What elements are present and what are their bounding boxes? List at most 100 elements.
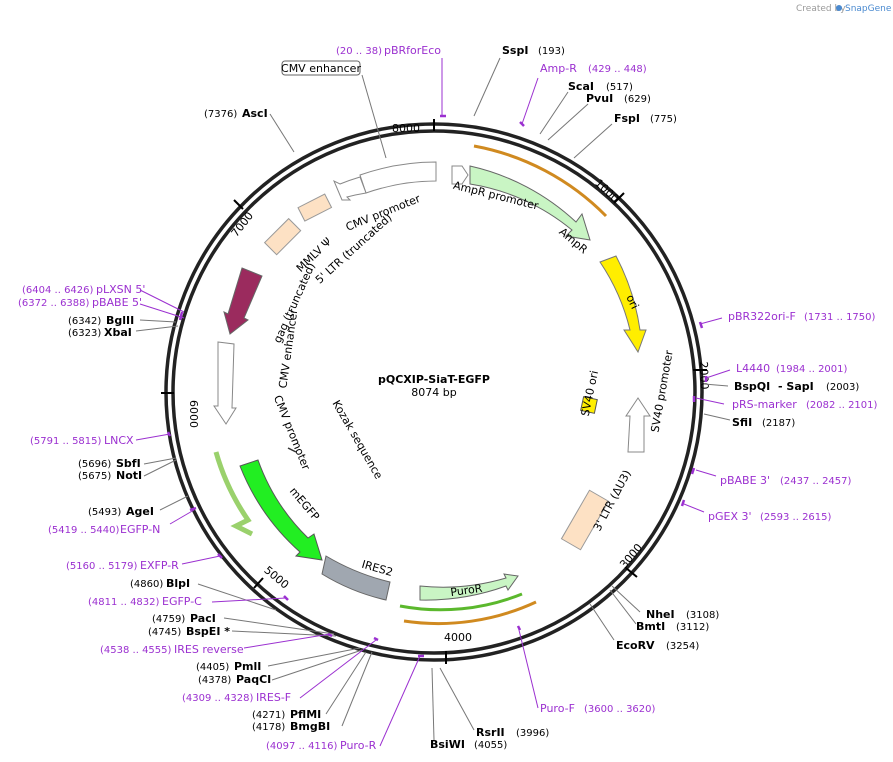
- enzyme-pflmi-pos: (4271): [252, 710, 285, 721]
- enzyme-bspqi[interactable]: BspQI: [734, 380, 770, 393]
- feature-kozak-mark: [287, 447, 297, 453]
- primer-pbabe3[interactable]: pBABE 3': [720, 474, 770, 487]
- primer-prs-marker-pos: (2082 .. 2101): [806, 400, 878, 411]
- enzyme-bglii[interactable]: BglII: [106, 314, 134, 327]
- enzyme-blpi-pos: (4860): [130, 579, 163, 590]
- primer-pbabe3-pos: (2437 .. 2457): [780, 476, 852, 487]
- primer-egfp-c[interactable]: EGFP-C: [162, 595, 202, 608]
- primer-puro-f[interactable]: Puro-F: [540, 702, 575, 715]
- enzyme-sbfi[interactable]: SbfI: [116, 457, 141, 470]
- enzyme-bsiwi[interactable]: BsiWI: [430, 738, 465, 751]
- primer-plxsn5-pos: (6404 .. 6426): [22, 285, 94, 296]
- primer-pbr322ori-f-pos: (1731 .. 1750): [804, 312, 876, 323]
- primer-l4440[interactable]: L4440: [736, 362, 770, 375]
- enzyme-sfii[interactable]: SfiI: [732, 416, 752, 429]
- enzyme-agei[interactable]: AgeI: [126, 505, 154, 518]
- enzyme-bglii-pos: (6342): [68, 316, 101, 327]
- primer-ires-reverse[interactable]: IRES reverse: [174, 643, 244, 656]
- primer-pbabe5[interactable]: pBABE 5': [92, 296, 142, 309]
- label-sv40-ori: SV40 ori: [579, 369, 601, 417]
- primer-pgex3-pos: (2593 .. 2615): [760, 512, 832, 523]
- enzyme-leaders: [135, 57, 731, 741]
- tick-4000: 4000: [444, 631, 472, 644]
- tick-2000-group: 2000: [693, 361, 711, 390]
- enzyme-paci[interactable]: PacI: [190, 612, 216, 625]
- enzyme-agei-pos: (5493): [88, 507, 121, 518]
- enzyme-pflmi[interactable]: PflMI: [290, 708, 321, 721]
- enzyme-bspei[interactable]: BspEI *: [186, 625, 230, 638]
- primer-pbrforeco-pos: (20 .. 38): [336, 46, 382, 57]
- feature-puror: [419, 573, 519, 601]
- enzyme-bmgbi-pos: (4178): [252, 722, 285, 733]
- tick-1000-group: 1000: [592, 177, 625, 205]
- enzyme-rsrii[interactable]: RsrII: [476, 726, 505, 739]
- primer-prs-marker[interactable]: pRS-marker: [732, 398, 797, 411]
- plasmid-size: 8074 bp: [411, 386, 456, 399]
- enzyme-blpi[interactable]: BlpI: [166, 577, 190, 590]
- feature-3-ltr: [560, 489, 610, 551]
- primer-leaders: [135, 58, 731, 747]
- feature-cmv-promoter-arc: [213, 451, 254, 537]
- primer-egfp-n-pos: (5419 .. 5440): [48, 525, 120, 536]
- enzyme-asci-pos: (7376): [204, 109, 237, 120]
- primer-l4440-pos: (1984 .. 2001): [776, 364, 848, 375]
- feature-cmv-promoter-top: [333, 176, 367, 201]
- enzyme-pvui[interactable]: PvuI: [586, 92, 613, 105]
- enzyme-fspi-pos: (775): [650, 114, 677, 125]
- enzyme-nhei-pos: (3108): [686, 610, 719, 621]
- enzyme-ecorv[interactable]: EcoRV: [616, 639, 655, 652]
- feature-puror-arrow: [399, 592, 523, 612]
- primer-ires-reverse-pos: (4538 .. 4555): [100, 645, 172, 656]
- primer-pbrforeco[interactable]: pBRforEco: [384, 44, 441, 57]
- primer-amp-r[interactable]: Amp-R: [540, 62, 577, 75]
- feature-ampr-arrow: [473, 144, 608, 218]
- enzyme-rsrii-pos: (3996): [516, 728, 549, 739]
- credit-brand: SnapGene: [845, 4, 892, 14]
- enzyme-pmli[interactable]: PmlI: [234, 660, 261, 673]
- primer-egfp-n[interactable]: EGFP-N: [120, 523, 160, 536]
- enzyme-sspi-pos: (193): [538, 46, 565, 57]
- enzyme-asci[interactable]: AscI: [242, 107, 268, 120]
- enzyme-nhei[interactable]: NheI: [646, 608, 675, 621]
- feature-sv40-promoter: [625, 397, 651, 453]
- primer-lncx[interactable]: LNCX: [104, 434, 134, 447]
- enzyme-pmli-pos: (4405): [196, 662, 229, 673]
- primer-exfp-r-pos: (5160 .. 5179): [66, 561, 138, 572]
- enzyme-bmti-pos: (3112): [676, 622, 709, 633]
- tick-3000: 3000: [617, 541, 645, 571]
- tick-6000-group: 6000: [161, 392, 200, 428]
- primer-exfp-r[interactable]: EXFP-R: [140, 559, 179, 572]
- primer-plxsn5[interactable]: pLXSN 5': [96, 283, 145, 296]
- tick-8000-group: 8000: [392, 119, 435, 135]
- label-kozak: Kozak sequence: [330, 398, 386, 482]
- label-megfp: mEGFP: [287, 485, 322, 524]
- enzyme-sspi[interactable]: SspI: [502, 44, 528, 57]
- enzyme-scai[interactable]: ScaI: [568, 80, 594, 93]
- tick-5000: 5000: [261, 564, 291, 592]
- feature-ori: [599, 255, 647, 354]
- enzyme-bmgbi[interactable]: BmgBI: [290, 720, 330, 733]
- primer-lncx-pos: (5791 .. 5815): [30, 436, 102, 447]
- credit-prefix: Created by: [796, 4, 846, 14]
- primer-puro-r[interactable]: Puro-R: [340, 739, 377, 752]
- primer-ires-f[interactable]: IRES-F: [256, 691, 291, 704]
- feature-ires2: [321, 555, 391, 601]
- enzyme-bmti[interactable]: BmtI: [636, 620, 665, 633]
- enzyme-sapi[interactable]: - SapI: [778, 380, 814, 393]
- feature-megfp: [239, 459, 323, 561]
- enzyme-fspi[interactable]: FspI: [614, 112, 640, 125]
- plasmid-name: pQCXIP-SiaT-EGFP: [378, 373, 490, 386]
- tick-4000-group: 4000: [444, 631, 472, 664]
- enzyme-pvui-pos: (629): [624, 94, 651, 105]
- primer-pbabe5-pos: (6372 .. 6388): [18, 298, 90, 309]
- tick-8000: 8000: [392, 122, 420, 135]
- primer-pgex3[interactable]: pGEX 3': [708, 510, 752, 523]
- label-cmv-enhancer-top: CMV enhancer: [281, 62, 361, 75]
- primer-amp-r-pos: (429 .. 448): [588, 64, 647, 75]
- enzyme-xbai[interactable]: XbaI: [104, 326, 132, 339]
- enzyme-sbfi-pos: (5696): [78, 459, 111, 470]
- enzyme-noti[interactable]: NotI: [116, 469, 142, 482]
- primer-pbr322ori-f[interactable]: pBR322ori-F: [728, 310, 796, 323]
- enzyme-paqci[interactable]: PaqCI: [236, 673, 271, 686]
- enzyme-paci-pos: (4759): [152, 614, 185, 625]
